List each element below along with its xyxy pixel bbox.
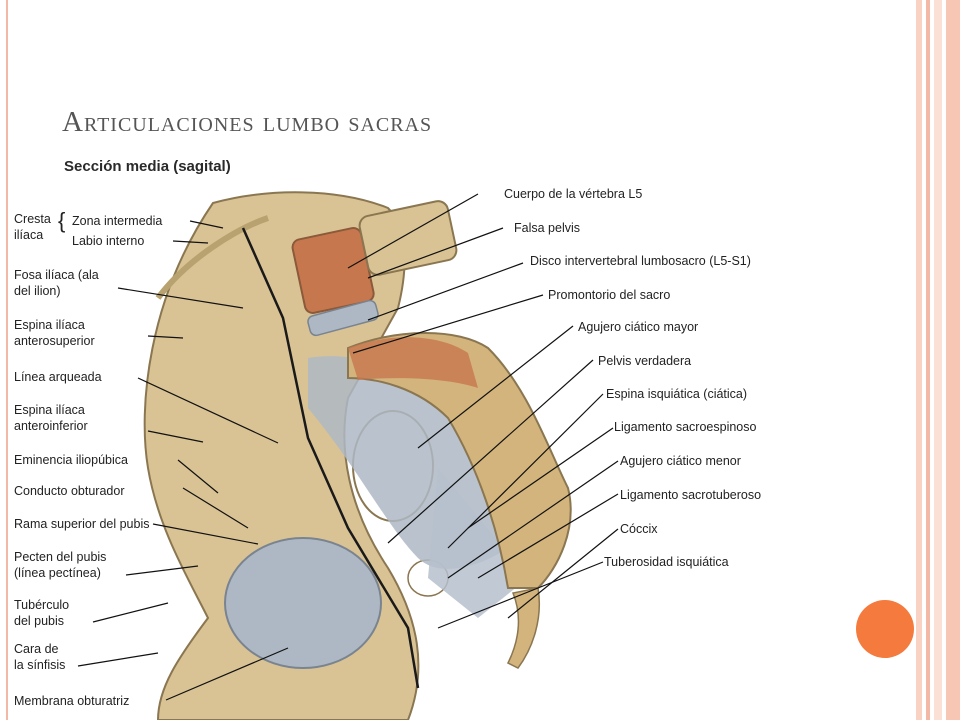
label-pecten-1: Pecten del pubis (14, 550, 107, 564)
label-cuerpo-l5: Cuerpo de la vértebra L5 (504, 187, 643, 201)
label-promontorio: Promontorio del sacro (548, 288, 671, 302)
label-eias-1: Espina ilíaca (14, 318, 85, 332)
label-lig-sacrotuberoso: Ligamento sacrotuberoso (620, 488, 762, 502)
brace-symbol: { (58, 208, 66, 233)
label-tuberosidad: Tuberosidad isquiática (604, 555, 729, 569)
pelvis-illustration (77, 191, 619, 720)
label-cresta: Cresta (14, 212, 51, 226)
slide-title: Articulaciones lumbo sacras (62, 106, 433, 138)
label-conducto: Conducto obturador (14, 484, 125, 498)
slide-left-border (6, 0, 8, 720)
label-cara-2: la sínfisis (14, 658, 66, 672)
label-eiai-2: anteroinferior (14, 419, 88, 433)
slide-right-decoration (916, 0, 960, 720)
label-fosa-2: del ilion) (14, 284, 61, 298)
figure-heading: Sección media (sagital) (64, 158, 231, 175)
label-cara-1: Cara de (14, 642, 59, 656)
label-falsa-pelvis: Falsa pelvis (514, 221, 580, 235)
anatomy-figure: Sección media (sagital) Cresta ilíaca { … (8, 148, 816, 720)
label-agujero-mayor: Agujero ciático mayor (578, 320, 699, 334)
label-espina-isquiatica: Espina isquiática (ciática) (606, 387, 748, 401)
label-agujero-menor: Agujero ciático menor (620, 454, 741, 468)
label-eminencia: Eminencia iliopúbica (14, 453, 128, 467)
label-tuberculo-2: del pubis (14, 614, 65, 628)
label-pelvis-verdadera: Pelvis verdadera (598, 354, 692, 368)
label-disco: Disco intervertebral lumbosacro (L5-S1) (530, 254, 751, 268)
label-rama: Rama superior del pubis (14, 517, 150, 531)
label-eiai-1: Espina ilíaca (14, 403, 85, 417)
label-labio-interno: Labio interno (72, 234, 145, 248)
label-eias-2: anterosuperior (14, 334, 95, 348)
label-membrana: Membrana obturatriz (14, 694, 130, 708)
label-tuberculo-1: Tubérculo (14, 598, 70, 612)
label-coccix: Cóccix (620, 522, 658, 536)
label-fosa-1: Fosa ilíaca (ala (14, 268, 99, 282)
slide-accent-circle (856, 600, 914, 658)
label-lig-sacroespinoso: Ligamento sacroespinoso (614, 420, 757, 434)
label-linea-arqueada: Línea arqueada (14, 370, 102, 384)
label-zona-intermedia: Zona intermedia (72, 214, 163, 228)
label-pecten-2: (línea pectínea) (14, 566, 101, 580)
label-iliaca: ilíaca (14, 228, 44, 242)
